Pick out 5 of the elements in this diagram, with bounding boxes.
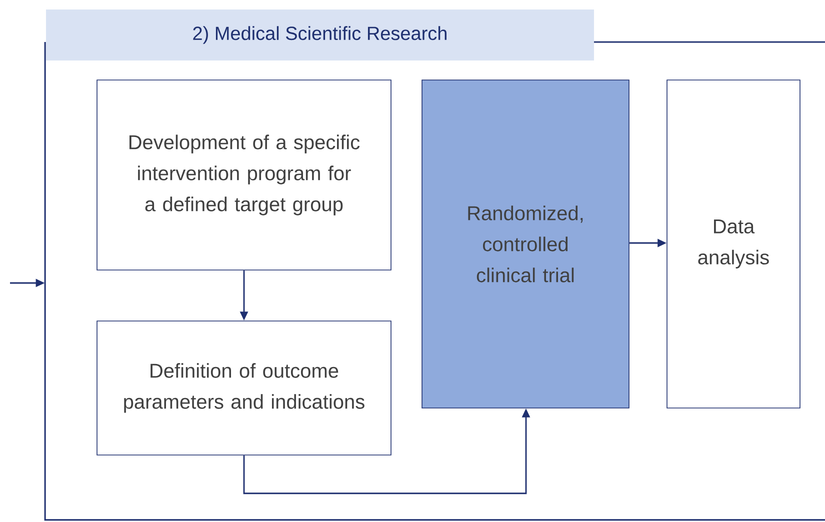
process-box: Randomized, controlled clinical trial	[422, 80, 630, 408]
title-band: 2) Medical Scientific Research	[46, 10, 594, 60]
process-box: Definition of outcome parameters and indications	[96, 320, 392, 456]
process-box: Development of a specific intervention program for a defined target group	[96, 80, 392, 270]
process-box: Data analysis	[666, 80, 800, 408]
